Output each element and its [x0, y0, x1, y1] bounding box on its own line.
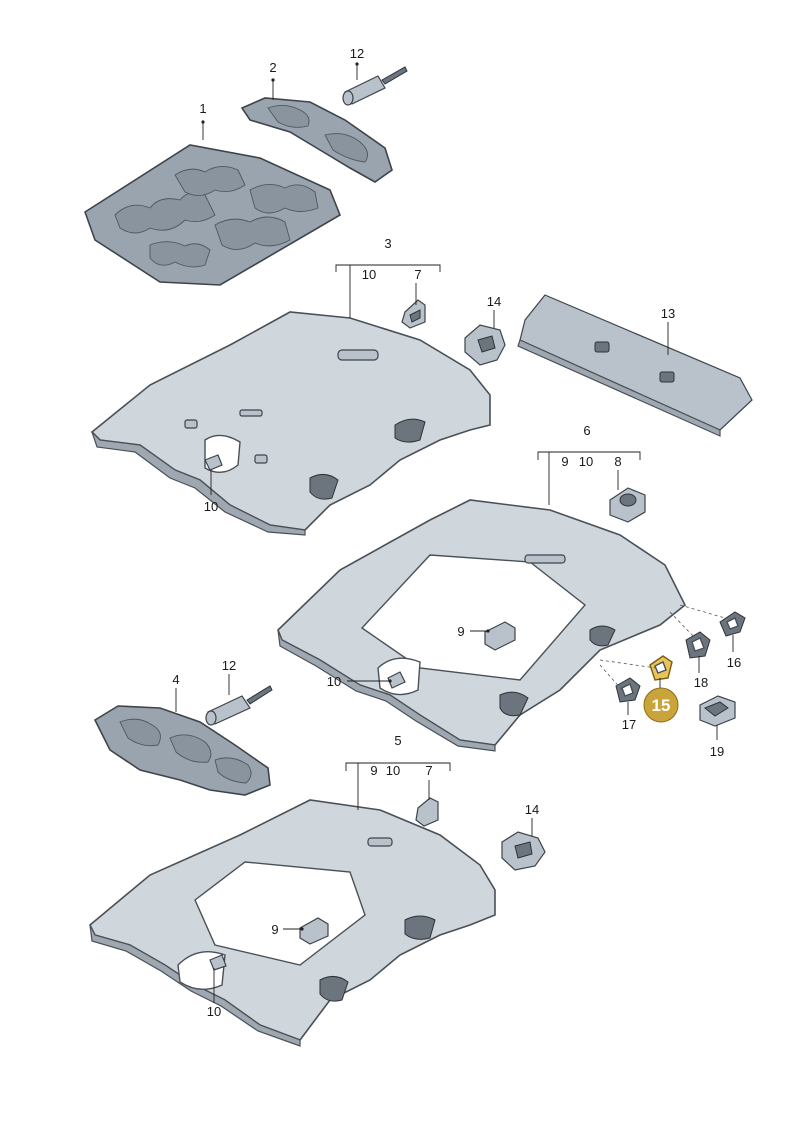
- callout-6-10: 10: [579, 454, 593, 469]
- part-19-bracket[interactable]: [699, 695, 736, 727]
- part-12-adhesive-tube-top[interactable]: [342, 66, 408, 106]
- callout-6-inner-9: 9: [457, 624, 464, 639]
- callout-19: 19: [710, 744, 724, 759]
- part-6-headliner-sunroof[interactable]: [277, 499, 687, 752]
- callout-3-10: 10: [362, 267, 376, 282]
- part-1-insulation-mat[interactable]: [84, 144, 341, 286]
- callout-labels: 1 2 12 3 10 7 10 14 13 6 9 10 8 9 10 16 …: [172, 46, 741, 1019]
- part-18-grommet[interactable]: [685, 631, 711, 659]
- callout-6: 6: [583, 423, 590, 438]
- dashed-leader: [599, 659, 657, 669]
- part-5-headliner[interactable]: [89, 799, 496, 1047]
- part-7-clip-top[interactable]: [401, 299, 426, 329]
- part-2-insulation-strip[interactable]: [240, 97, 393, 183]
- part-10-clip-top[interactable]: [204, 454, 223, 471]
- callout-6-8: 8: [614, 454, 621, 469]
- callout-4: 4: [172, 672, 179, 687]
- part-10-clip-middle[interactable]: [387, 671, 406, 689]
- callout-5-inner-9: 9: [271, 922, 278, 937]
- callout-3-inner-10: 10: [204, 499, 218, 514]
- dashed-leader: [669, 611, 694, 637]
- callout-2: 2: [269, 60, 276, 75]
- highlight-badge-15[interactable]: 15: [643, 687, 679, 723]
- callout-15: 15: [652, 696, 671, 715]
- dashed-leader: [679, 604, 726, 619]
- part-9-clip-bottom[interactable]: [299, 917, 329, 945]
- callout-6-inner-10: 10: [327, 674, 341, 689]
- callout-5: 5: [394, 733, 401, 748]
- part-13-rear-trim[interactable]: [517, 294, 753, 437]
- callout-5-inner-10: 10: [207, 1004, 221, 1019]
- callout-16: 16: [727, 655, 741, 670]
- callout-5-9: 9: [370, 763, 377, 778]
- callout-14-top: 14: [487, 294, 501, 309]
- callout-13: 13: [661, 306, 675, 321]
- part-14-bracket-bottom[interactable]: [501, 831, 546, 871]
- part-4-insulation[interactable]: [93, 705, 271, 796]
- part-10-clip-bottom[interactable]: [209, 954, 227, 971]
- callout-3: 3: [384, 236, 391, 251]
- leader-lines: [175, 62, 734, 1003]
- part-16-grommet[interactable]: [719, 611, 746, 637]
- part-14-bracket-top[interactable]: [464, 324, 506, 366]
- part-12-adhesive-tube-middle[interactable]: [205, 685, 273, 726]
- part-15-grommet-highlighted[interactable]: [649, 655, 673, 681]
- callout-17: 17: [622, 717, 636, 732]
- callout-12-middle: 12: [222, 658, 236, 673]
- callout-3-7: 7: [414, 267, 421, 282]
- part-3-headliner[interactable]: [90, 311, 491, 536]
- callout-14-bottom: 14: [525, 802, 539, 817]
- callout-18: 18: [694, 675, 708, 690]
- part-8-cap[interactable]: [609, 487, 646, 523]
- callout-5-7: 7: [425, 763, 432, 778]
- part-9-clip-middle[interactable]: [484, 621, 516, 651]
- callout-1: 1: [199, 101, 206, 116]
- callout-5-10: 10: [386, 763, 400, 778]
- callout-12-top: 12: [350, 46, 364, 61]
- part-17-grommet[interactable]: [615, 677, 641, 703]
- part-7-clip-bottom[interactable]: [415, 797, 439, 827]
- callout-6-9: 9: [561, 454, 568, 469]
